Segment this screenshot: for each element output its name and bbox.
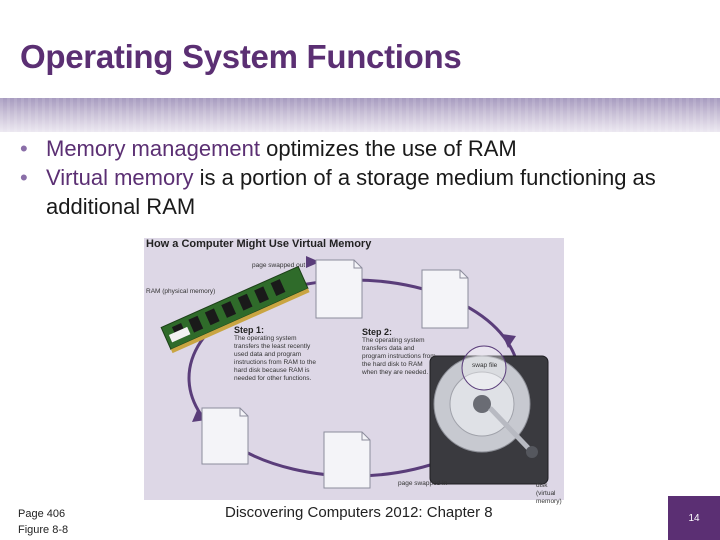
figure-title: How a Computer Might Use Virtual Memory bbox=[146, 238, 372, 250]
page-reference: Page 406 Figure 8-8 bbox=[18, 506, 68, 538]
footer-source: Discovering Computers 2012: Chapter 8 bbox=[225, 504, 493, 521]
bullet-dot-icon: • bbox=[20, 165, 28, 190]
arrowhead-icon bbox=[502, 334, 516, 348]
slide-title: Operating System Functions bbox=[20, 38, 462, 75]
step2-text: The operating system transfers data and … bbox=[362, 337, 436, 376]
header-band bbox=[0, 98, 720, 132]
slide-number: 14 bbox=[668, 496, 720, 540]
label-ram: RAM (physical memory) bbox=[146, 288, 216, 295]
step1-text: The operating system transfers the least… bbox=[234, 335, 316, 382]
bullet-term: Virtual memory bbox=[46, 165, 194, 190]
arrowhead-icon bbox=[306, 256, 320, 268]
swap-file-highlight bbox=[461, 345, 507, 391]
step1-block: Step 1: The operating system transfers t… bbox=[234, 326, 316, 383]
figure-illustration bbox=[160, 256, 549, 489]
figure-number-text: Figure 8-8 bbox=[18, 524, 69, 536]
bullet-item: • Memory management optimizes the use of… bbox=[18, 134, 718, 163]
bullet-term: Memory management bbox=[46, 136, 260, 161]
step2-heading: Step 2: bbox=[362, 327, 393, 337]
step1-heading: Step 1: bbox=[234, 325, 265, 335]
bullet-list: • Memory management optimizes the use of… bbox=[18, 134, 718, 221]
page-number-text: Page 406 bbox=[18, 508, 66, 520]
virtual-memory-figure bbox=[144, 238, 564, 500]
page-icon bbox=[315, 259, 363, 319]
header-band-texture bbox=[0, 98, 720, 132]
bullet-dot-icon: • bbox=[20, 136, 28, 161]
page-icon bbox=[201, 407, 249, 465]
page-icon bbox=[421, 269, 469, 329]
bullet-item: • Virtual memory is a portion of a stora… bbox=[18, 163, 718, 221]
bullet-text: optimizes the use of RAM bbox=[259, 136, 517, 161]
hard-disk-icon bbox=[429, 355, 549, 485]
label-swap-file: swap file bbox=[472, 362, 498, 369]
ram-module-icon bbox=[160, 265, 310, 354]
bullet-text: is a portion of a storage medium functio… bbox=[46, 165, 656, 219]
title-area: Operating System Functions bbox=[0, 0, 720, 98]
page-icon bbox=[323, 431, 371, 489]
step2-block: Step 2: The operating system transfers d… bbox=[362, 328, 438, 377]
label-page-swapped-in: page swapped in bbox=[398, 480, 448, 487]
label-disk: disk (virtual memory) bbox=[536, 482, 562, 505]
label-page-swapped-out: page swapped out bbox=[252, 262, 306, 269]
